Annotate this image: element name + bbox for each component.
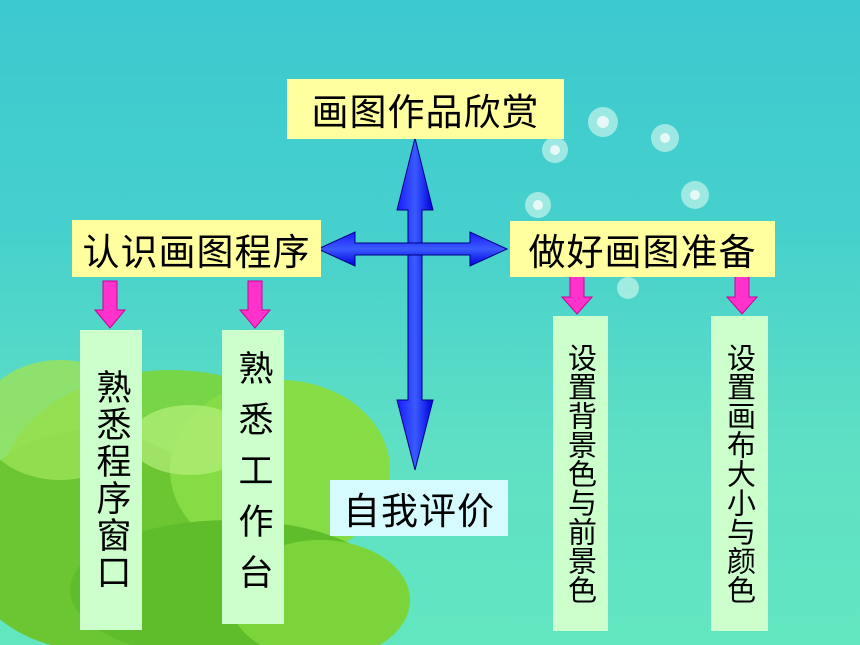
node-left: 认识画图程序 — [72, 220, 321, 277]
sub-arrow-right-2 — [725, 272, 759, 315]
node-sub-left-1: 熟悉程序窗口 — [80, 330, 142, 630]
node-sub-right-2: 设置画布大小与颜色 — [711, 316, 768, 631]
node-bottom: 自我评价 — [330, 480, 508, 536]
sub-arrow-left-2 — [238, 280, 272, 329]
node-top: 画图作品欣赏 — [287, 79, 564, 139]
horizontal-double-arrow — [316, 231, 509, 267]
sub-arrow-left-1 — [93, 280, 127, 329]
node-right: 做好画图准备 — [510, 221, 775, 277]
sub-arrow-right-1 — [560, 272, 594, 315]
node-sub-left-2: 熟悉工作台 — [222, 330, 284, 624]
node-sub-right-1: 设置背景色与前景色 — [553, 316, 608, 631]
vertical-double-arrow — [396, 137, 434, 471]
